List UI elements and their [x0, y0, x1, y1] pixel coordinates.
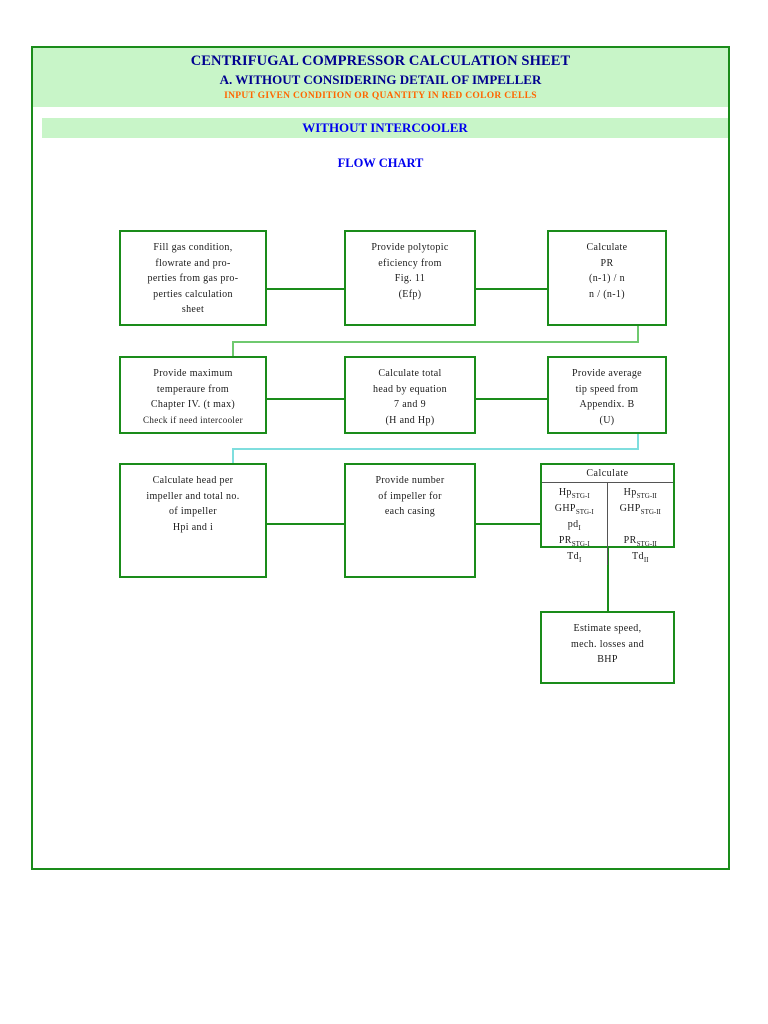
- node-line: perties calculation: [153, 288, 233, 300]
- node-line: Provide number: [375, 475, 445, 486]
- calc-cell-subscript: STG-II: [640, 508, 661, 516]
- node-fill-gas-condition[interactable]: Fill gas condition, flowrate and pro- pe…: [119, 230, 267, 326]
- node-line: PR: [600, 257, 614, 269]
- calc-cell-subscript: STG-II: [636, 540, 657, 548]
- node-line: Calculate head per: [152, 475, 234, 486]
- section-band-wrapper: WITHOUT INTERCOOLER: [33, 118, 728, 138]
- section-title: WITHOUT INTERCOOLER: [42, 118, 728, 138]
- node-calculate-total-head[interactable]: Calculate total head by equation 7 and 9…: [344, 356, 476, 434]
- node-provide-number-of-impeller[interactable]: Provide number of impeller for each casi…: [344, 463, 476, 578]
- node-line: Appendix. B: [579, 399, 635, 410]
- connector-polytropic-to-pr: [475, 288, 548, 290]
- node-line: sheet: [181, 304, 205, 315]
- connector-numimpeller-to-calculate: [475, 523, 548, 525]
- node-line: tip speed from: [575, 383, 639, 395]
- page-subtitle: A. WITHOUT CONSIDERING DETAIL OF IMPELLE…: [219, 72, 542, 87]
- node-line: Calculate total: [378, 368, 442, 379]
- node-line: BHP: [597, 654, 618, 665]
- header-spacer: [33, 107, 728, 118]
- calc-table-column-stage-2: HpSTG-II GHPSTG-II PRSTG-II TdII: [608, 483, 674, 565]
- calc-cell-subscript: STG-I: [571, 492, 590, 500]
- node-line: Provide maximum: [153, 368, 233, 379]
- sheet-header-band: CENTRIFUGAL COMPRESSOR CALCULATION SHEET…: [33, 48, 728, 107]
- node-line: Hpi and i: [172, 521, 214, 533]
- node-line: flowrate and pro-: [155, 257, 231, 269]
- node-line: eficiency from: [378, 257, 442, 269]
- connector-fillgas-to-polytropic: [267, 288, 345, 290]
- node-line: impeller and total no.: [146, 490, 240, 502]
- calc-cell-subscript: I: [578, 556, 582, 564]
- node-line: of impeller: [168, 506, 217, 517]
- node-calculate-results-table[interactable]: Calculate HpSTG-I GHPSTG-I pdI PRSTG-I T…: [540, 463, 675, 565]
- calc-cell-label: Hp: [558, 487, 572, 498]
- connector-tipspeed-across: [232, 448, 639, 450]
- node-line: Check if need intercooler: [143, 414, 243, 425]
- node-calculate-pr[interactable]: Calculate PR (n-1) / n n / (n-1): [547, 230, 667, 326]
- node-line: of impeller for: [378, 490, 442, 502]
- node-line: mech. losses and: [570, 638, 645, 650]
- node-line: n / (n-1): [589, 288, 625, 300]
- node-line: each casing: [384, 506, 436, 517]
- calc-cell: TdII: [632, 549, 648, 565]
- connector-tipspeed-down: [637, 432, 639, 449]
- page-title: CENTRIFUGAL COMPRESSOR CALCULATION SHEET: [190, 53, 571, 69]
- node-line: head by equation: [373, 383, 447, 395]
- connector-pr-across: [232, 341, 639, 343]
- node-line: Calculate: [586, 242, 628, 253]
- node-line: temperaure from: [156, 383, 230, 395]
- calc-cell: GHPSTG-I: [555, 501, 594, 517]
- node-line: Fill gas condition,: [153, 242, 233, 253]
- calculation-sheet: CENTRIFUGAL COMPRESSOR CALCULATION SHEET…: [31, 46, 730, 870]
- node-line: Chapter IV. (t max): [150, 399, 236, 410]
- calc-cell-subscript: STG-II: [636, 492, 657, 500]
- connector-into-maxtemp: [232, 341, 234, 357]
- connector-totalhead-to-tipspeed: [475, 398, 548, 400]
- node-estimate-speed-bhp[interactable]: Estimate speed, mech. losses and BHP: [540, 611, 675, 684]
- connector-into-headperimpeller: [232, 448, 234, 464]
- input-note: INPUT GIVEN CONDITION OR QUANTITY IN RED…: [224, 91, 537, 101]
- calc-cell-label: GHP: [619, 503, 641, 514]
- node-line: 7 and 9: [394, 399, 426, 410]
- node-line: Fig. 11: [394, 273, 426, 284]
- calc-cell-label: Td: [632, 551, 644, 562]
- calc-cell-label: PR: [558, 535, 572, 546]
- flow-chart-canvas: Fill gas condition, flowrate and pro- pe…: [33, 48, 728, 868]
- calc-cell-subscript: STG-I: [571, 540, 590, 548]
- calc-cell-subscript: I: [578, 524, 581, 532]
- node-calculate-head-per-impeller[interactable]: Calculate head per impeller and total no…: [119, 463, 267, 578]
- node-line: Provide polytopic: [371, 242, 449, 253]
- node-provide-average-tip-speed[interactable]: Provide average tip speed from Appendix.…: [547, 356, 667, 434]
- flow-chart-label: FLOW CHART: [337, 156, 424, 170]
- node-line: Estimate speed,: [573, 623, 642, 634]
- node-line: (Efp): [398, 288, 422, 300]
- node-provide-maximum-temperature[interactable]: Provide maximum temperaure from Chapter …: [119, 356, 267, 434]
- node-line: perties from gas pro-: [147, 273, 239, 284]
- connector-pr-down: [637, 325, 639, 342]
- node-provide-polytropic-efficiency[interactable]: Provide polytopic eficiency from Fig. 11…: [344, 230, 476, 326]
- calc-table-column-stage-1: HpSTG-I GHPSTG-I pdI PRSTG-I TdI: [542, 483, 608, 565]
- calc-cell: HpSTG-I: [559, 485, 590, 501]
- calc-cell: PRSTG-I: [559, 533, 590, 549]
- node-line: (n-1) / n: [589, 273, 625, 284]
- calc-cell-subscript: II: [643, 556, 649, 564]
- node-line: (H and Hp): [385, 414, 435, 426]
- node-line: Provide average: [572, 368, 642, 379]
- calc-cell-label: PR: [623, 535, 637, 546]
- calc-cell: pdI: [568, 517, 581, 533]
- calc-cell: TdI: [567, 549, 581, 565]
- calc-cell: GHPSTG-II: [620, 501, 661, 517]
- calc-cell-label: Td: [567, 551, 579, 562]
- connector-maxtemp-to-totalhead: [267, 398, 345, 400]
- calc-cell-label: GHP: [554, 503, 576, 514]
- calc-cell: HpSTG-II: [624, 485, 657, 501]
- calc-table-grid: HpSTG-I GHPSTG-I pdI PRSTG-I TdI HpSTG-I…: [542, 483, 673, 565]
- calc-cell: PRSTG-II: [624, 533, 657, 549]
- calc-cell-label: Hp: [623, 487, 637, 498]
- calc-table-title: Calculate: [542, 465, 673, 483]
- connector-headperimpeller-to-numimpeller: [267, 523, 345, 525]
- calc-cell-subscript: STG-I: [575, 508, 594, 516]
- node-line: (U): [599, 414, 615, 426]
- calc-cell-label: pd: [567, 519, 579, 530]
